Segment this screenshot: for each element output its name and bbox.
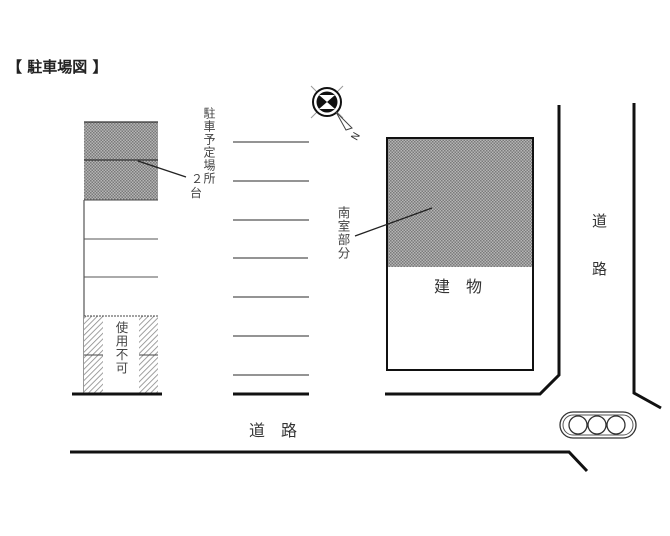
building bbox=[386, 137, 534, 371]
south-room-label: 南室部分 bbox=[335, 206, 351, 260]
right-road-edge bbox=[632, 103, 662, 410]
compass-icon: N bbox=[310, 85, 363, 143]
unusable-area bbox=[84, 315, 158, 394]
building-lot-boundary bbox=[385, 105, 561, 396]
bottom-road-label: 道 路 bbox=[249, 421, 298, 440]
right-road-label-1: 道 bbox=[592, 212, 608, 230]
map-title: 【 駐車場図 】 bbox=[7, 58, 108, 76]
south-room-leader-line bbox=[354, 207, 433, 237]
middle-parking-slots bbox=[233, 141, 309, 376]
planned-parking-count-unit: 台 bbox=[190, 186, 203, 200]
planned-parking-area bbox=[84, 121, 158, 201]
building-label: 建 物 bbox=[434, 277, 483, 296]
bottom-road-edge bbox=[70, 450, 589, 473]
svg-text:N: N bbox=[350, 131, 363, 143]
planned-parking-leader-line bbox=[137, 160, 187, 178]
planned-parking-count-number: ２ bbox=[191, 172, 204, 186]
planned-parking-label: 駐車予定場所 bbox=[202, 107, 216, 185]
right-road-label-2: 路 bbox=[592, 260, 608, 278]
unusable-label: 使用不可 bbox=[113, 321, 129, 375]
traffic-light-icon bbox=[559, 411, 637, 439]
